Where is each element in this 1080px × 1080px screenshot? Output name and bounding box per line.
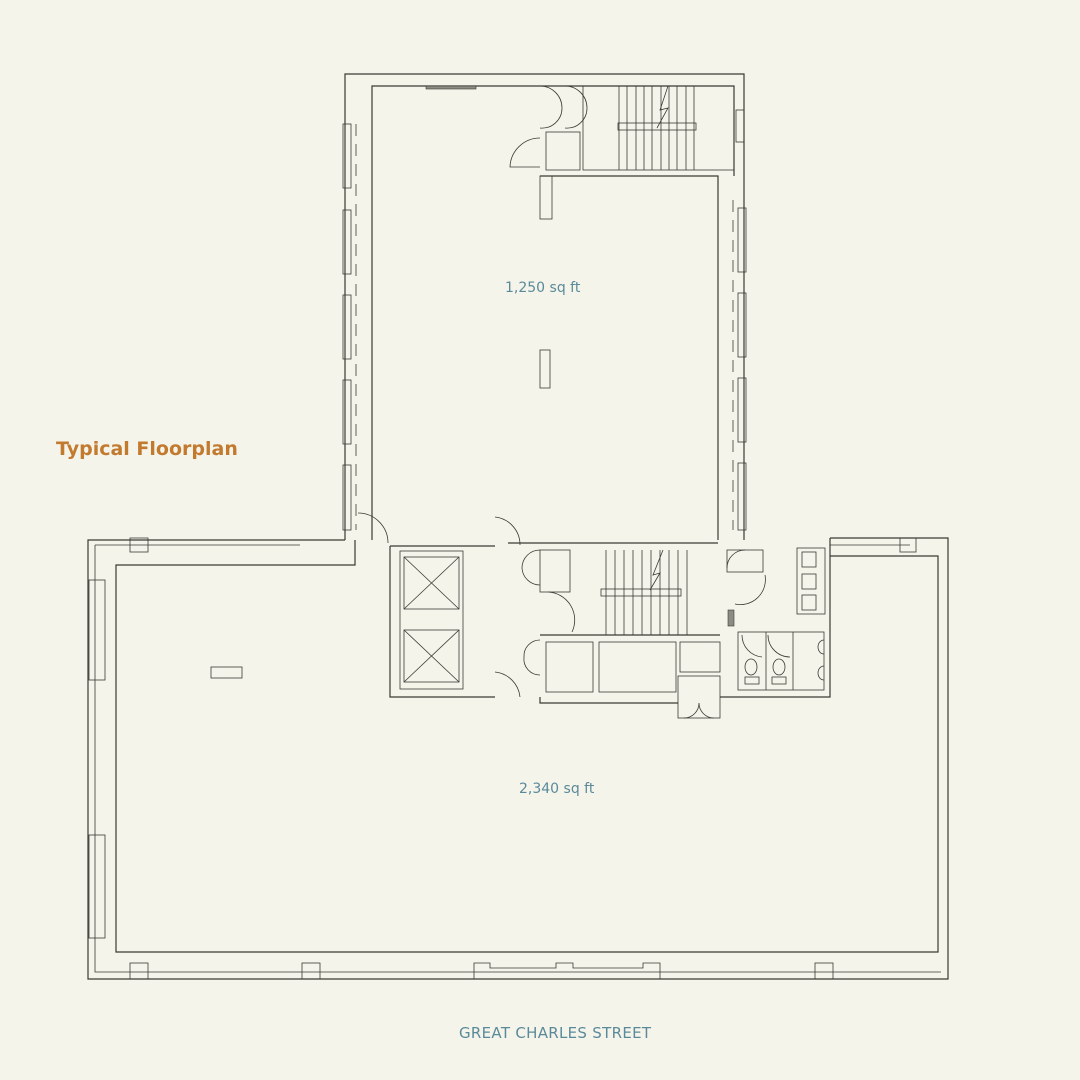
- sink-icon: [801, 551, 817, 568]
- door: [726, 549, 746, 569]
- sink-icon: [801, 594, 817, 611]
- lower-area-label: 2,340 sq ft: [519, 781, 595, 797]
- door: [357, 512, 389, 544]
- door: [494, 671, 521, 698]
- door: [523, 639, 541, 676]
- lift-2: [403, 629, 460, 683]
- urinal-icon: [817, 665, 825, 681]
- lift-1: [403, 556, 460, 610]
- column: [210, 666, 243, 679]
- door: [539, 85, 563, 129]
- upper-area-label: 1,250 sq ft: [505, 280, 581, 296]
- door: [509, 137, 541, 168]
- door: [564, 85, 588, 129]
- core-stair: [600, 549, 688, 635]
- door: [734, 574, 766, 605]
- upper-stair: [582, 85, 735, 171]
- door: [521, 549, 541, 586]
- toilet-icon: [772, 658, 786, 676]
- column: [539, 349, 551, 389]
- door: [547, 591, 576, 633]
- windows-right: [732, 109, 747, 531]
- radiator: [425, 85, 477, 90]
- urinal-icon: [817, 639, 825, 655]
- door: [494, 516, 521, 546]
- windows-left: [342, 123, 357, 531]
- door: [683, 702, 715, 719]
- sink-icon: [801, 573, 817, 590]
- street-label: GREAT CHARLES STREET: [459, 1024, 652, 1042]
- plan-title: Typical Floorplan: [56, 438, 238, 460]
- washroom: [737, 547, 826, 691]
- toilet-icon: [744, 658, 758, 676]
- upper-wing: [342, 73, 747, 540]
- core: [389, 516, 910, 719]
- lower-wing: [87, 512, 949, 980]
